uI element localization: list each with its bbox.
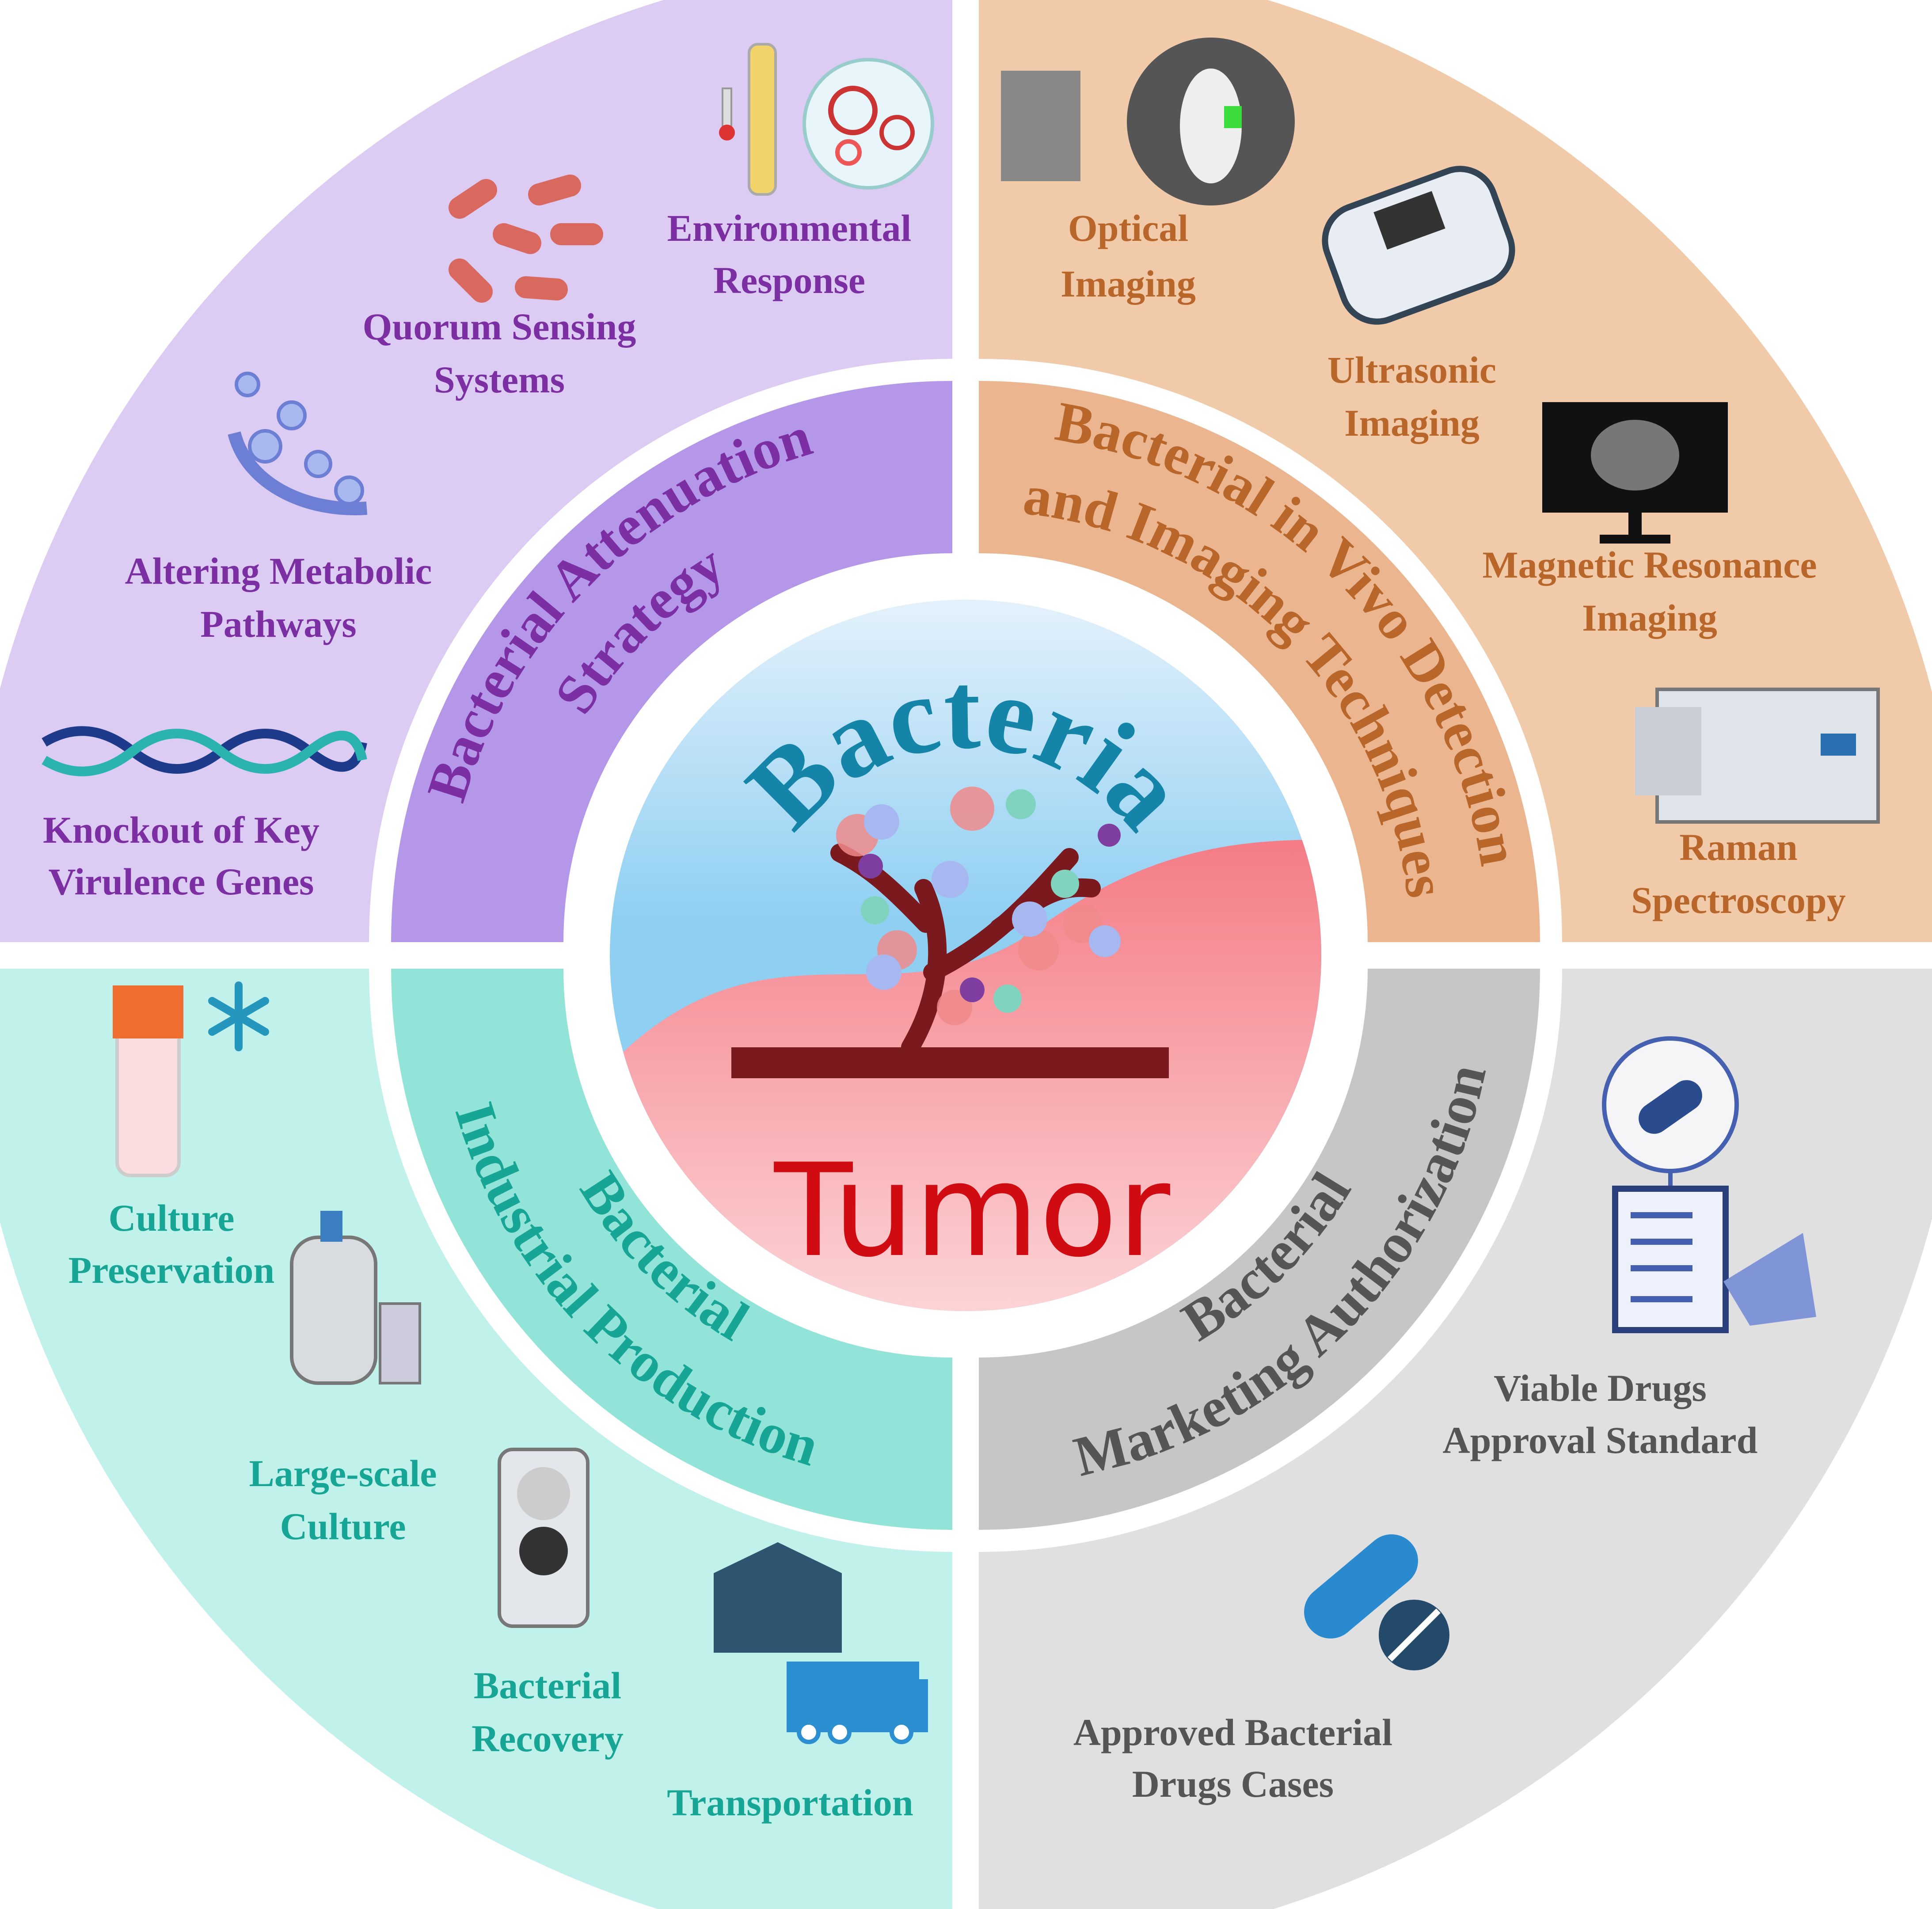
production-label: Culture: [280, 1505, 406, 1548]
attenuation-label: Virulence Genes: [48, 860, 314, 903]
rod-bacteria-icon: [449, 175, 603, 303]
mouse-imaging-icon: [1001, 38, 1295, 205]
production-label: Recovery: [472, 1717, 624, 1760]
mri-monitor-icon: [1542, 402, 1728, 544]
capsule-tablet-icon: [1304, 1534, 1449, 1670]
detection-label: Raman: [1679, 826, 1798, 868]
attenuation-label: Response: [713, 259, 865, 301]
marketing-label: Viable Drugs: [1494, 1367, 1707, 1409]
production-label: Preservation: [68, 1249, 275, 1291]
snowflake-icon: [208, 981, 269, 1051]
dna-icon: [42, 726, 367, 776]
marketing-label: Approval Standard: [1443, 1419, 1758, 1461]
attenuation-label: Quorum Sensing: [363, 305, 636, 348]
pill-checklist-icon: [1602, 1036, 1816, 1333]
detection-label: Imaging: [1582, 597, 1717, 639]
production-label: Culture: [108, 1197, 234, 1239]
raman-spectrometer-icon: [1635, 688, 1880, 824]
attenuation-outer-band: [0, 0, 952, 942]
production-label: Transportation: [667, 1781, 913, 1824]
detection-label: Spectroscopy: [1631, 879, 1846, 921]
marketing-label: Approved Bacterial: [1073, 1711, 1392, 1753]
warehouse-truck-icon: [714, 1542, 928, 1744]
attenuation-label: Pathways: [200, 603, 357, 645]
center-circle: Bacteria Tumor: [610, 600, 1321, 1311]
attenuation-label: Knockout of Key: [43, 809, 319, 851]
culture-tube-icon: [113, 985, 183, 1177]
detection-label: Optical: [1068, 207, 1188, 249]
bioreactor-icon: [290, 1211, 421, 1385]
center-title-tumor: Tumor: [772, 1137, 1171, 1285]
detection-inner-band: [979, 381, 1540, 942]
production-label: Large-scale: [249, 1452, 437, 1494]
detection-label: Imaging: [1061, 262, 1196, 305]
metabolic-pathway-icon: [228, 372, 368, 515]
petri-dish-icon: [802, 58, 934, 190]
attenuation-inner-band: [391, 381, 952, 942]
detection-label: Ultrasonic: [1327, 349, 1496, 391]
marketing-label: Drugs Cases: [1132, 1763, 1334, 1805]
production-inner-band: [391, 969, 952, 1530]
detection-label: Magnetic Resonance: [1482, 544, 1817, 586]
tube-thermometer-icon: [719, 43, 777, 196]
marketing-inner-band: [979, 969, 1540, 1530]
production-outer-band: [0, 969, 952, 1909]
attenuation-label: Environmental: [667, 207, 912, 249]
attenuation-label: Systems: [434, 358, 565, 401]
tumor-vessel-illustration: [731, 787, 1169, 1078]
centrifuge-icon: [498, 1448, 589, 1628]
detection-label: Imaging: [1344, 402, 1479, 444]
ultrasound-device-icon: [1322, 166, 1515, 325]
attenuation-label: Altering Metabolic: [125, 550, 432, 592]
production-label: Bacterial: [474, 1664, 621, 1707]
